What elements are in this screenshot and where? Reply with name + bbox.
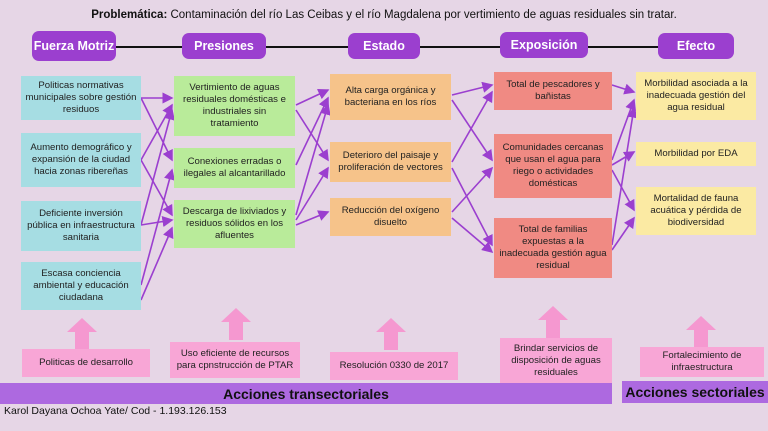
exposicion-box-2: Comunidades cercanas que usan el agua pa…: [494, 134, 612, 198]
accion-box-2: Uso eficiente de recursos para cpnstrucc…: [170, 342, 300, 378]
accion-box-1: Politicas de desarrollo: [22, 349, 150, 377]
problem-label: Problemática:: [91, 9, 168, 21]
exposicion-box-3: Total de familias expuestas a la inadecu…: [494, 218, 612, 278]
efecto-box-3: Mortalidad de fauna acuática y pérdida d…: [636, 187, 756, 235]
presiones-box-3: Descarga de lixiviados y residuos sólido…: [174, 200, 295, 248]
accion-box-4: Brindar servicios de disposición de agua…: [500, 338, 612, 384]
up-arrow-icon: [376, 318, 406, 350]
stage-fuerza-motriz: Fuerza Motriz: [32, 31, 116, 61]
problem-text: Contaminación del río Las Ceibas y el rí…: [170, 9, 677, 21]
fuerza-motriz-box-1: Politicas normativas municipales sobre g…: [21, 76, 141, 120]
presiones-box-1: Vertimiento de aguas residuales doméstic…: [174, 76, 295, 136]
efecto-box-1: Morbilidad asociada a la inadecuada gest…: [636, 72, 756, 120]
exposicion-box-1: Total de pescadores y bañistas: [494, 72, 612, 110]
fuerza-motriz-box-3: Deficiente inversión pública en infraest…: [21, 201, 141, 251]
efecto-box-2: Morbilidad por EDA: [636, 142, 756, 166]
stage-estado: Estado: [348, 33, 420, 59]
accion-box-3: Resolución 0330 de 2017: [330, 352, 458, 380]
fuerza-motriz-box-2: Aumento demográfico y expansión de la ci…: [21, 133, 141, 187]
estado-box-3: Reducción del oxígeno disuelto: [330, 198, 451, 236]
stage-exposicion: Exposición: [500, 32, 588, 58]
estado-box-1: Alta carga orgánica y bacteriana en los …: [330, 74, 451, 120]
up-arrow-icon: [221, 308, 251, 340]
up-arrow-icon: [538, 306, 568, 338]
up-arrow-icon: [686, 316, 716, 348]
band-acciones-sectoriales: Acciones sectoriales: [622, 381, 768, 403]
band-acciones-transectoriales: Acciones transectoriales: [0, 383, 612, 404]
accion-box-5: Fortalecimiento de infraestructura: [640, 347, 764, 377]
up-arrow-icon: [67, 318, 97, 350]
stage-presiones: Presiones: [182, 33, 266, 59]
fuerza-motriz-box-4: Escasa conciencia ambiental y educación …: [21, 262, 141, 310]
author-footer: Karol Dayana Ochoa Yate/ Cod - 1.193.126…: [4, 405, 227, 417]
presiones-box-2: Conexiones erradas o ilegales al alcanta…: [174, 148, 295, 188]
stage-efecto: Efecto: [658, 33, 734, 59]
problem-title: Problemática: Contaminación del río Las …: [0, 9, 768, 21]
estado-box-2: Deterioro del paisaje y proliferación de…: [330, 142, 451, 182]
